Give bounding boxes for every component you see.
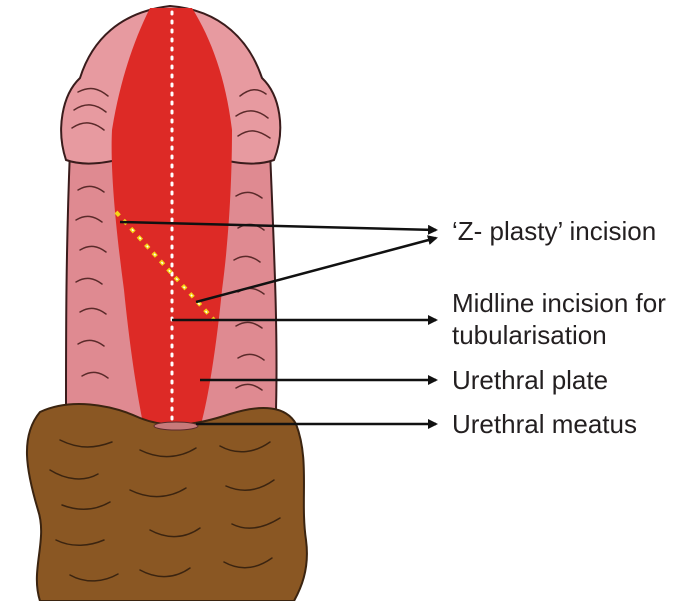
label-urethral-meatus: Urethral meatus [452, 409, 637, 439]
label-z-plasty-incision: ‘Z- plasty’ incision [452, 216, 656, 246]
label-urethral-plate: Urethral plate [452, 365, 608, 395]
label-midline-incision-line1: Midline incision for [452, 288, 666, 318]
urethral-meatus-opening [154, 422, 198, 430]
foreskin [27, 404, 307, 601]
label-midline-incision-line2: tubularisation [452, 320, 607, 350]
